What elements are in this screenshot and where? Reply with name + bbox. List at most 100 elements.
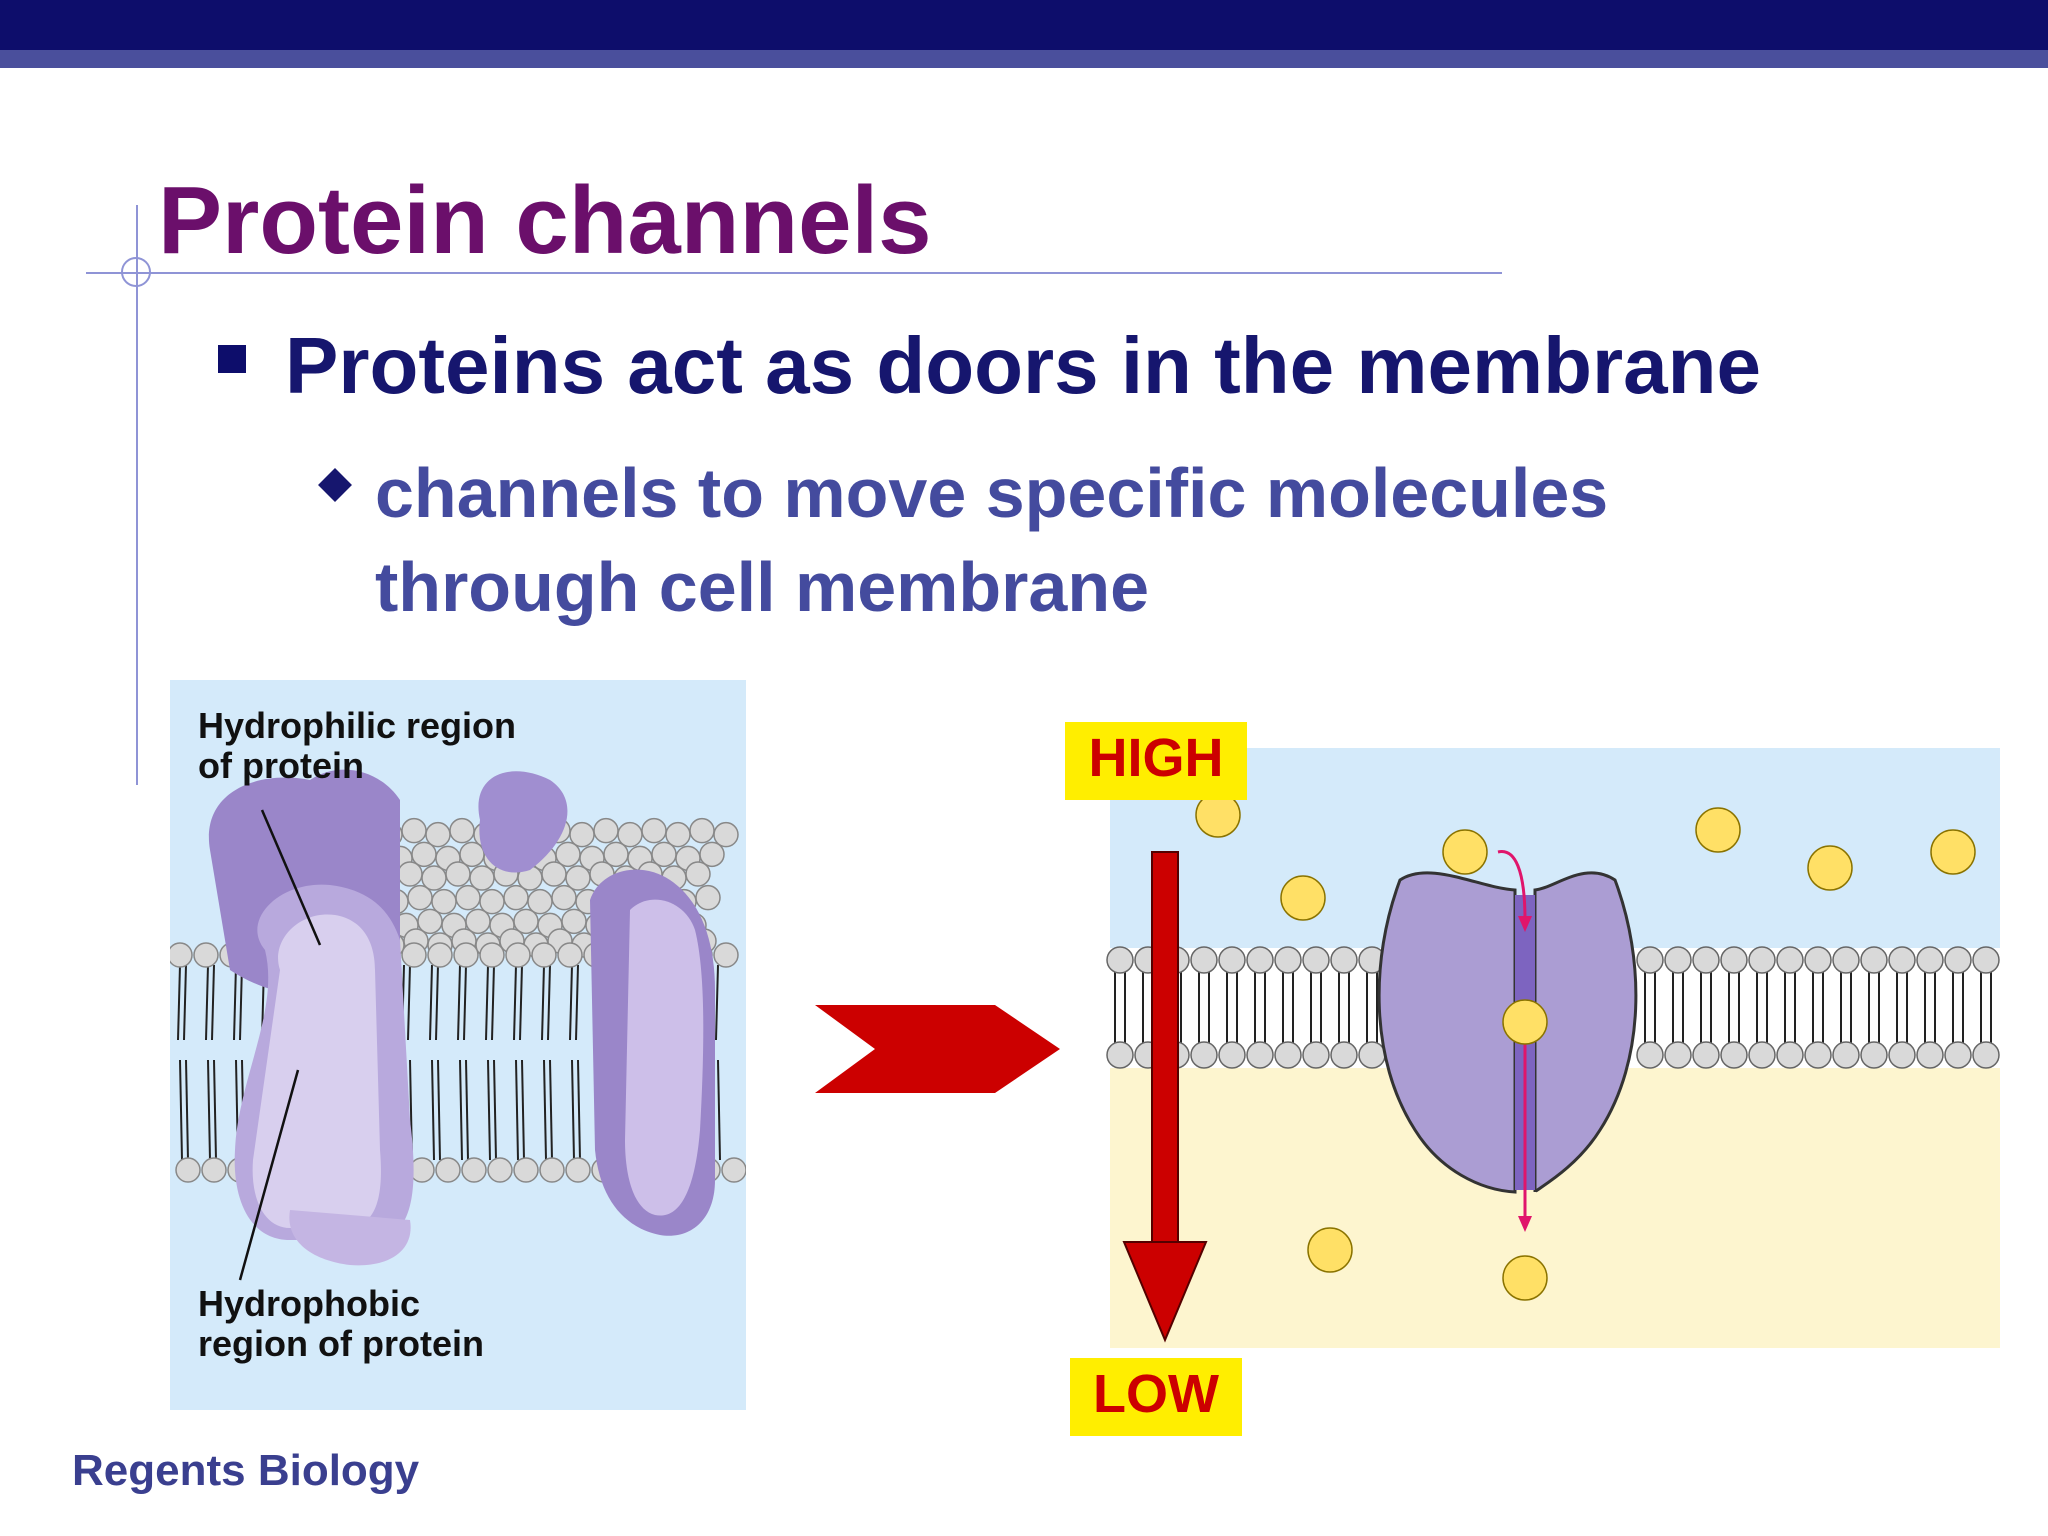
lipid-tail: [717, 1059, 721, 1161]
phospholipid-head: [541, 861, 567, 887]
phospholipid-head: [1776, 1041, 1804, 1069]
phospholipid-head: [461, 1157, 487, 1183]
phospholipid-head: [487, 1157, 513, 1183]
phospholipid-head: [479, 942, 505, 968]
lipid-tail: [213, 1059, 217, 1161]
phospholipid-head: [685, 861, 711, 887]
phospholipid-head: [1832, 1041, 1860, 1069]
lipid-tail: [435, 964, 439, 1041]
top-banner: [0, 0, 2048, 68]
lipid-tail: [549, 1059, 553, 1161]
lipid-tail: [185, 1059, 189, 1161]
phospholipid-head: [1720, 946, 1748, 974]
phospholipid-head: [455, 884, 481, 911]
phospholipid-head: [695, 884, 721, 911]
phospholipid-head: [1358, 1041, 1386, 1069]
slide-title: Protein channels: [158, 167, 932, 274]
phospholipid-head: [1692, 946, 1720, 974]
gradient-arrow-head: [1122, 1241, 1208, 1343]
phospholipid-head: [201, 1157, 227, 1183]
phospholipid-head: [1246, 1041, 1274, 1069]
phospholipid-head: [449, 817, 475, 844]
phospholipid-head: [513, 1157, 539, 1183]
phospholipid-head: [1330, 946, 1358, 974]
lipid-tail: [577, 1059, 581, 1161]
phospholipid-head: [453, 942, 479, 968]
label-lines: [238, 809, 322, 1281]
phospholipid-head: [1274, 1041, 1302, 1069]
molecule-path-arrows: [1497, 850, 1532, 1232]
phospholipid-head: [1692, 1041, 1720, 1069]
lipid-tail: [457, 964, 461, 1041]
leader-line-top: [260, 809, 322, 946]
phospholipid-head: [641, 817, 667, 844]
lipid-tail: [491, 964, 495, 1041]
molecule-icon: [1930, 829, 1976, 875]
molecule-icon: [1695, 807, 1741, 853]
protein-top-blob: [478, 771, 568, 873]
phospholipid-head: [1190, 1041, 1218, 1069]
lipid-tail: [233, 964, 237, 1041]
phospholipid-head: [1860, 946, 1888, 974]
hydrophilic-label-line-1: Hydrophilic region: [198, 705, 516, 746]
lipid-tail: [521, 1059, 525, 1161]
phospholipid-head: [193, 942, 219, 968]
phospholipid-head: [1748, 946, 1776, 974]
phospholipid-head: [170, 942, 193, 968]
lipid-tail: [465, 1059, 469, 1161]
lipid-tail: [183, 964, 187, 1041]
molecule-icon: [1442, 829, 1488, 875]
lipid-tail: [513, 964, 517, 1041]
solute-molecules: [1195, 792, 1976, 1301]
molecule-icon: [1807, 845, 1853, 891]
lipid-tail: [519, 964, 523, 1041]
molecule-icon: [1280, 875, 1326, 921]
phospholipid-head: [1636, 1041, 1664, 1069]
protein-bottom: [289, 1210, 411, 1266]
high-concentration-label: HIGH: [1065, 722, 1247, 800]
phospholipid-head: [397, 861, 423, 887]
phospholipid-head: [503, 884, 529, 911]
phospholipid-head: [1190, 946, 1218, 974]
phospholipid-head: [505, 942, 531, 968]
lipid-tail: [459, 1059, 463, 1161]
phospholipid-head: [1106, 946, 1134, 974]
low-concentration-label: LOW: [1070, 1358, 1242, 1436]
phospholipid-head: [1330, 1041, 1358, 1069]
lipid-tail: [463, 964, 467, 1041]
footer-label: Regents Biology: [72, 1446, 420, 1495]
channel-diffusion-diagram: [1106, 748, 2000, 1348]
square-bullet-icon: [218, 345, 246, 373]
membrane-protein-diagram: Hydrophilic region of protein Hydrophobi…: [170, 680, 746, 1410]
phospholipid-head: [593, 817, 619, 844]
phospholipid-head: [1916, 946, 1944, 974]
phospholipid-head: [1804, 1041, 1832, 1069]
phospholipid-head: [1720, 1041, 1748, 1069]
phospholipid-head: [435, 1157, 461, 1183]
phospholipid-head: [1274, 946, 1302, 974]
title-underline: [86, 272, 1502, 274]
phospholipid-head: [1218, 1041, 1246, 1069]
membrane-proteins: [208, 769, 715, 1266]
gradient-arrow-shaft: [1151, 851, 1179, 1243]
phospholipid-head: [427, 942, 453, 968]
phospholipid-head: [1916, 1041, 1944, 1069]
phospholipid-head: [721, 1157, 746, 1183]
phospholipid-head: [689, 817, 715, 844]
lipid-tail: [431, 1059, 435, 1161]
phospholipid-head: [1106, 1041, 1134, 1069]
lipid-tail: [177, 964, 181, 1041]
phospholipid-head: [1944, 1041, 1972, 1069]
lipid-tail: [205, 964, 209, 1041]
exit-arrow-head: [1518, 1216, 1532, 1232]
phospholipid-head: [1860, 1041, 1888, 1069]
lipid-tail: [485, 964, 489, 1041]
phospholipid-head: [551, 884, 577, 911]
lipid-tail: [547, 964, 551, 1041]
hydrophilic-label-line-2: of protein: [198, 745, 364, 786]
phospholipid-head: [1664, 946, 1692, 974]
lipid-tail: [493, 1059, 497, 1161]
membrane-lipid-tails: [1114, 970, 1992, 1045]
entry-arrow: [1497, 850, 1527, 921]
lipid-tail: [571, 1059, 575, 1161]
